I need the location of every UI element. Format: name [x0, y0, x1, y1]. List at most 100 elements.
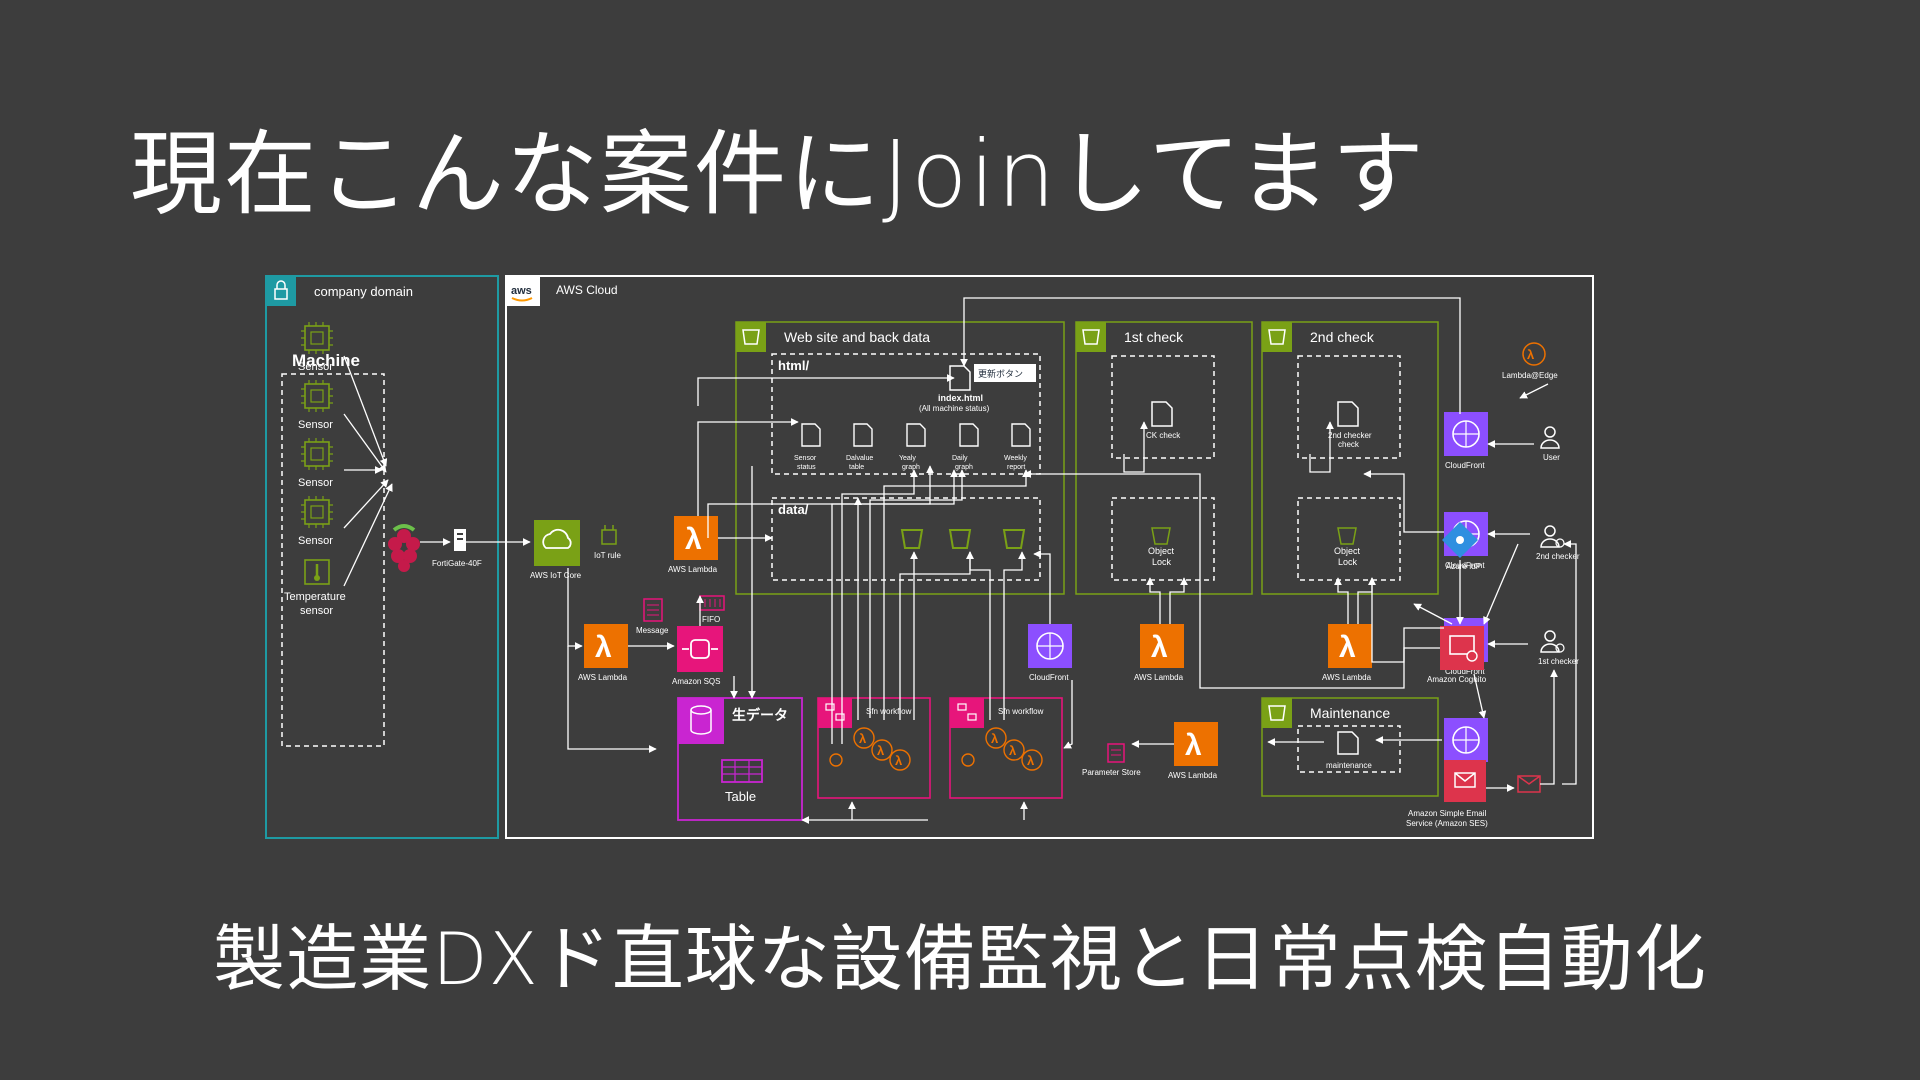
website-bucket-group: Web site and back data html/ data/ — [735, 321, 1065, 595]
connector-arrow — [831, 469, 958, 744]
first-checker-label: 1st checker — [1538, 657, 1579, 666]
svg-text:λ: λ — [1151, 631, 1168, 664]
connector-arrow — [869, 469, 966, 718]
thermometer-icon — [304, 559, 330, 585]
ck-check-file-icon — [1151, 401, 1173, 427]
sensor-chip-icon — [301, 380, 333, 412]
first-check-label: 1st check — [1124, 329, 1184, 345]
lambda-label: AWS Lambda — [578, 673, 628, 682]
connector-arrow — [567, 646, 657, 753]
connector-lines — [343, 297, 1577, 824]
sensor-label: Sensor — [298, 535, 333, 547]
update-button-label: 更新ボタン — [978, 368, 1023, 379]
data-folder-label: data/ — [778, 502, 809, 517]
file-label: Daily — [952, 455, 968, 462]
lambda-icon: λ — [674, 516, 718, 560]
ses-label-2: Service (Amazon SES) — [1406, 819, 1488, 828]
step-function-group: λλλ — [949, 697, 1063, 799]
sqs-icon — [677, 626, 723, 672]
connector-arrow — [1033, 550, 1051, 624]
message-icon — [643, 598, 663, 622]
connector-arrow — [697, 374, 955, 406]
file-sublabel: table — [849, 464, 864, 471]
lambda-label: AWS Lambda — [668, 565, 718, 574]
connector-arrow — [1562, 540, 1577, 785]
svg-text:λ: λ — [1527, 347, 1535, 362]
sensor-list: SensorSensorSensorSensorTemperaturesenso… — [284, 322, 346, 617]
second-checker-check-label: 2nd checker — [1328, 431, 1372, 440]
svg-text:λ: λ — [991, 731, 999, 746]
lambda-icon: λ — [1140, 624, 1184, 668]
file-sublabel: report — [1007, 464, 1025, 471]
connector-arrow — [707, 465, 934, 538]
company-domain-label: company domain — [314, 284, 413, 299]
connector-arrow — [913, 551, 974, 720]
connector-arrow — [883, 469, 1030, 720]
html-file-icon — [1011, 423, 1031, 447]
lambda-icon: λ — [1174, 722, 1218, 766]
azure-idp-icon — [1442, 522, 1478, 558]
workflow-icon — [957, 703, 967, 711]
iot-rule-label: IoT rule — [594, 551, 622, 560]
fifo-label: FIFO — [702, 615, 720, 624]
connector-arrow — [1003, 551, 1026, 720]
connector-arrow — [343, 355, 388, 467]
connector-arrow — [1123, 421, 1148, 473]
lambda-icon — [853, 727, 875, 749]
aws-logo: aws — [511, 285, 532, 297]
first-check-group: 1st check CK check Object Lock — [1075, 321, 1253, 595]
iot-rule-icon — [601, 525, 617, 545]
connector-arrow — [1363, 470, 1444, 533]
html-folder-label: html/ — [778, 358, 809, 373]
index-file-label: index.html — [938, 393, 983, 403]
lambda-icon — [985, 727, 1007, 749]
sensor-label: Sensor — [298, 361, 333, 373]
connector-arrow — [1334, 577, 1349, 624]
connector-arrow — [343, 479, 389, 529]
svg-text:λ: λ — [685, 523, 702, 556]
svg-text:λ: λ — [1339, 631, 1356, 664]
raw-data-table-group: 生データ Table — [677, 697, 803, 821]
object-lock-label-1: Object — [1148, 546, 1175, 556]
svg-text:λ: λ — [1027, 753, 1035, 768]
lambda-icon — [1003, 739, 1025, 761]
website-group-label: Web site and back data — [784, 329, 930, 345]
svg-text:λ: λ — [595, 631, 612, 664]
lambda-label: AWS Lambda — [1134, 673, 1184, 682]
cognito-icon — [1440, 626, 1484, 670]
connector-arrow — [1357, 577, 1376, 624]
lambda-edge-label: Lambda@Edge — [1502, 371, 1558, 380]
connector-arrow — [343, 483, 393, 587]
lambda-edge-icon: λ — [1522, 342, 1546, 366]
file-label: Dalvalue — [846, 455, 873, 462]
connector-arrow — [1169, 577, 1188, 624]
connector-arrow — [960, 297, 1461, 414]
step-function-group: λλλ — [817, 697, 931, 799]
file-sublabel: graph — [955, 464, 973, 471]
file-sublabel: graph — [902, 464, 920, 471]
svg-text:λ: λ — [877, 743, 885, 758]
connector-arrow — [1023, 470, 1440, 689]
lambda-label: AWS Lambda — [1322, 673, 1372, 682]
html-file-icon — [853, 423, 873, 447]
fortigate-icon — [454, 529, 466, 551]
aws-cloud-label: AWS Cloud — [556, 283, 618, 297]
maintenance-group: Maintenance maintenance — [1261, 697, 1439, 797]
object-lock-sublabel-1: Lock — [1152, 557, 1172, 567]
cloudfront-label: CloudFront — [1445, 667, 1485, 676]
connector-arrow — [697, 418, 799, 516]
second-check-group: 2nd check 2nd checker check Object Lock — [1261, 321, 1439, 595]
html-file-icon — [801, 423, 821, 447]
fortigate-label: FortiGate-40F — [432, 559, 482, 568]
file-label: Weekly — [1004, 455, 1027, 462]
connector-arrow — [1483, 543, 1519, 625]
step-function-label: Sfn workflow — [866, 707, 912, 716]
cognito-label: Amazon Cognito — [1427, 675, 1487, 684]
gear-icon — [961, 753, 975, 767]
maintenance-label: Maintenance — [1310, 705, 1390, 721]
second-checker-file-icon — [1337, 401, 1359, 427]
object-lock-label-2: Object — [1334, 546, 1361, 556]
connector-arrow — [1413, 603, 1453, 625]
